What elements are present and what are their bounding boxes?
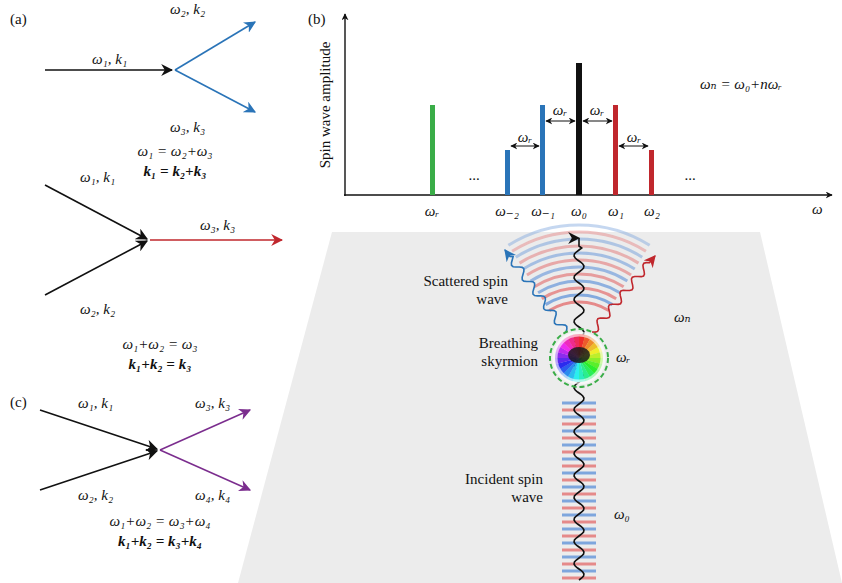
incident-arrow (45, 241, 147, 295)
wavefront (562, 542, 596, 545)
spacing-label: ωᵣ (553, 101, 567, 119)
outgoing-arrow (150, 239, 282, 241)
wave-label: ω₂, k₂ (78, 486, 113, 504)
spectral-line (505, 150, 510, 195)
spectral-line (613, 105, 618, 195)
y-axis (344, 14, 345, 196)
incident-arrow (45, 69, 172, 71)
panel-label: (b) (308, 10, 326, 28)
three-magnon-confluence (45, 185, 282, 295)
spacing-arrow (546, 121, 575, 122)
wavefront (549, 302, 608, 311)
spectral-line (540, 105, 545, 195)
spacing-label: ωᵣ (590, 101, 604, 119)
skyrmion-rim (555, 334, 603, 382)
skyrmion (555, 334, 603, 382)
panel-label: (a) (10, 10, 27, 28)
annotation: Scattered spin wave (418, 272, 510, 308)
wavefront (562, 528, 596, 531)
four-magnon-scattering (40, 410, 250, 490)
spectral-line (649, 150, 654, 195)
panel-label: (c) (10, 393, 27, 411)
conservation-equation: ω₁ = ω₂+ω₃ (137, 142, 212, 160)
spacing-arrow (619, 146, 648, 147)
conservation-equation: ω₁+ω₂ = ω₃+ω₄ (109, 512, 210, 530)
tick-label: ω₋₁ (531, 202, 555, 220)
wave-arrow (574, 238, 584, 580)
incident-wavefronts (562, 403, 596, 578)
tick-label: ω₂ (644, 202, 660, 220)
spacing-label: ωᵣ (518, 128, 532, 146)
wave-label: ω₁, k₁ (92, 50, 127, 68)
wave-label: ω₂, k₂ (80, 300, 115, 318)
spectral-line (430, 105, 435, 195)
wave-arrows (505, 238, 655, 580)
wavefront (562, 521, 596, 524)
incident-arrow (40, 451, 157, 490)
conservation-equation: k₁ = k₂+k₃ (144, 162, 207, 180)
ellipsis: ... (468, 166, 479, 184)
axis-label: ω (812, 200, 823, 218)
wave-arrow (592, 256, 655, 332)
wave-label: ω₃, k₃ (170, 118, 205, 136)
conservation-equation: ω₁+ω₂ = ω₃ (122, 335, 197, 353)
frequency-label: ωₙ (672, 308, 693, 326)
skyrmion-core (568, 347, 590, 363)
wave-label: ω₄, k₄ (195, 486, 230, 504)
conservation-equation: k₁+k₂ = k₃+k₄ (118, 532, 202, 550)
tick-label: ω₋₂ (495, 202, 519, 220)
wavefront (562, 472, 596, 475)
wavefront (562, 465, 596, 468)
wavefront (562, 451, 596, 454)
wavefront (562, 563, 596, 566)
wavefront (562, 507, 596, 510)
outgoing-arrow (175, 70, 255, 112)
wavefront (562, 549, 596, 552)
ellipsis: ... (684, 166, 695, 184)
incident-arrow (45, 185, 147, 239)
spectral-line (576, 63, 582, 195)
wavefront (562, 486, 596, 489)
frequency-formula: ωₙ = ω₀+nωᵣ (700, 75, 782, 93)
outgoing-arrow (160, 450, 250, 490)
tick-label: ω₀ (571, 202, 587, 220)
spacing-arrows (511, 121, 648, 146)
scattered-wavefronts (508, 225, 649, 311)
axis-title: Spin wave amplitude (316, 42, 334, 169)
wave-label: ω₁, k₁ (78, 394, 113, 412)
wave-arrow (505, 250, 567, 332)
wave-label: ω₂, k₂ (170, 0, 205, 18)
wavefront (531, 267, 628, 281)
conservation-equation: k₁+k₂ = k₃ (129, 355, 192, 373)
x-axis (344, 194, 832, 195)
wavefront (546, 295, 613, 305)
wavefront (562, 409, 596, 412)
frequency-label: ωᵣ (614, 348, 632, 366)
wavefront (562, 430, 596, 433)
spacing-arrow (583, 121, 612, 122)
three-magnon-splitting (45, 22, 255, 112)
tick-label: ωᵣ (425, 202, 439, 220)
spacing-label: ωᵣ (627, 128, 641, 146)
outgoing-arrow (175, 22, 255, 70)
wave-label: ω₁, k₁ (80, 168, 115, 186)
annotation: Breathing skyrmion (448, 334, 540, 370)
outgoing-arrow (160, 410, 250, 450)
annotation: Incident spin wave (453, 470, 545, 506)
frequency-label: ω₀ (612, 505, 632, 523)
incident-arrow (40, 410, 157, 449)
spectrum-plot (344, 14, 832, 196)
tick-label: ω₁ (608, 202, 624, 220)
wave-label: ω₃, k₃ (195, 394, 230, 412)
breathing-circle (550, 329, 608, 387)
film-plane (238, 232, 842, 583)
wavefront (562, 444, 596, 447)
spacing-arrow (511, 146, 539, 147)
wave-label: ω₃, k₃ (200, 216, 235, 234)
wavefront (534, 274, 623, 287)
